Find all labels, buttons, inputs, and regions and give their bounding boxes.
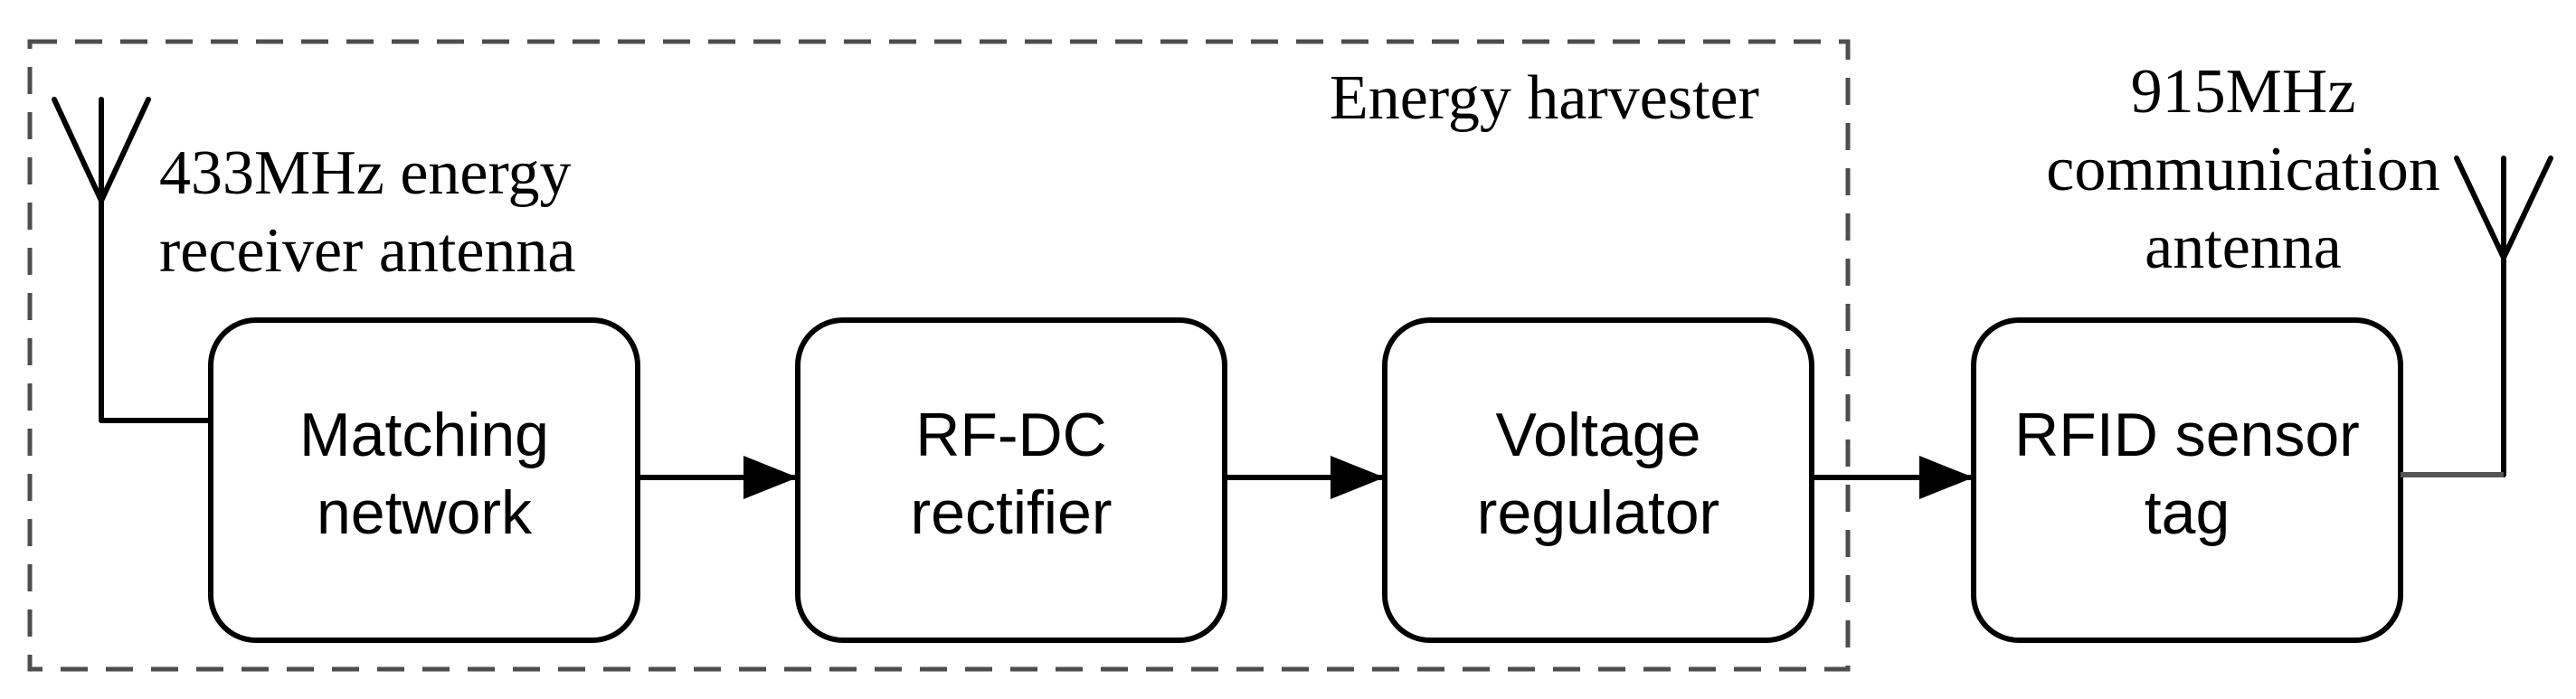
rfid-sensor-tag-block xyxy=(1971,317,2403,643)
voltage-regulator-label-line2: regulator xyxy=(1477,478,1719,547)
antenna-915-label-line1: 915MHz xyxy=(2131,57,2356,127)
antenna-915-label-line2: communication xyxy=(2046,135,2439,204)
matching-network-label-line1: Matching xyxy=(299,401,549,469)
antenna-915-icon xyxy=(2454,156,2553,477)
energy-harvester-label: Energy harvester xyxy=(1330,63,1759,133)
energy-harvester-boundary xyxy=(27,39,1851,672)
rf-dc-rectifier-label-line1: RF-DC xyxy=(915,401,1107,469)
rf-dc-rectifier-label-line2: rectifier xyxy=(911,478,1113,547)
voltage-regulator-label-line1: Voltage xyxy=(1496,401,1701,469)
antenna-433-icon xyxy=(52,97,213,423)
matching-network-label-line2: network xyxy=(317,478,533,547)
antenna-433-label-line2: receiver antenna xyxy=(159,216,576,286)
rfid-sensor-tag-label-line2: tag xyxy=(2145,478,2230,547)
antenna-915-label-line3: antenna xyxy=(2145,213,2342,282)
antenna-433-label-line1: 433MHz energy xyxy=(159,138,572,208)
rfid-sensor-tag-label-line1: RFID sensor xyxy=(2014,401,2360,469)
